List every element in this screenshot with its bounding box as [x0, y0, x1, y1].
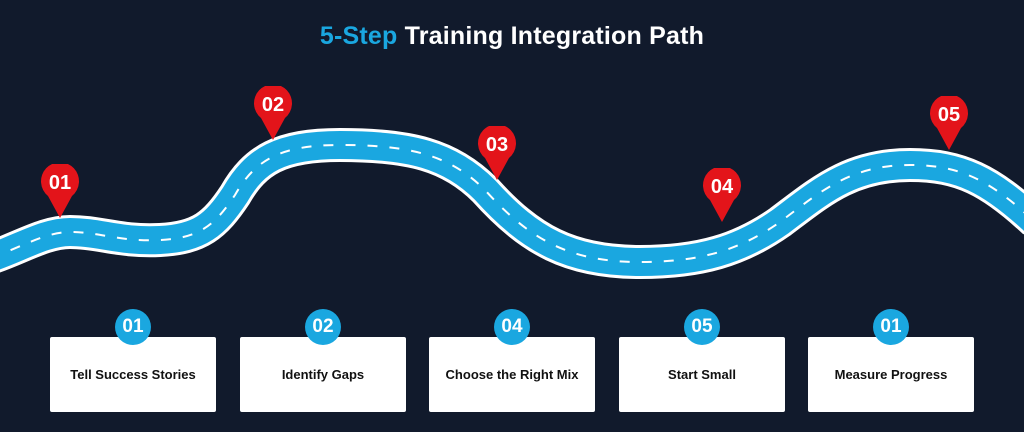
step-card: Start Small 05	[619, 309, 785, 412]
pin-number: 04	[710, 176, 734, 198]
map-pin-icon	[930, 94, 968, 150]
road-pin-5: 05	[929, 94, 969, 152]
page-title: 5-Step Training Integration Path	[0, 22, 1024, 51]
road-pin-1: 01	[40, 162, 80, 220]
step-card: Tell Success Stories 01	[50, 309, 216, 412]
pin-number: 01	[48, 172, 72, 194]
map-pin-icon	[41, 162, 79, 218]
step-number-badge: 01	[873, 309, 909, 345]
step-label: Tell Success Stories	[70, 367, 196, 382]
pin-number: 03	[485, 134, 509, 156]
map-pin-icon	[478, 124, 516, 180]
title-accent: 5-Step	[319, 22, 398, 50]
step-number-badge: 05	[684, 309, 720, 345]
step-card: Measure Progress 01	[808, 309, 974, 412]
road-pin-3: 03	[477, 124, 517, 182]
step-number-badge: 04	[494, 309, 530, 345]
map-pin-icon	[254, 84, 292, 140]
pin-number: 05	[937, 104, 961, 126]
road-pin-2: 02	[253, 84, 293, 142]
step-label: Measure Progress	[834, 367, 948, 382]
step-card: Choose the Right Mix 04	[429, 309, 595, 412]
map-pin-icon	[703, 166, 741, 222]
step-label: Start Small	[668, 367, 736, 382]
step-label: Choose the Right Mix	[445, 367, 579, 382]
road-pin-4: 04	[702, 166, 742, 224]
step-number-badge: 01	[115, 309, 151, 345]
step-number-badge: 02	[305, 309, 341, 345]
road-centerline	[0, 143, 1024, 264]
step-card: Identify Gaps 02	[240, 309, 406, 412]
pin-number: 02	[261, 94, 285, 116]
step-label: Identify Gaps	[281, 367, 365, 382]
title-rest: Training Integration Path	[404, 22, 705, 50]
